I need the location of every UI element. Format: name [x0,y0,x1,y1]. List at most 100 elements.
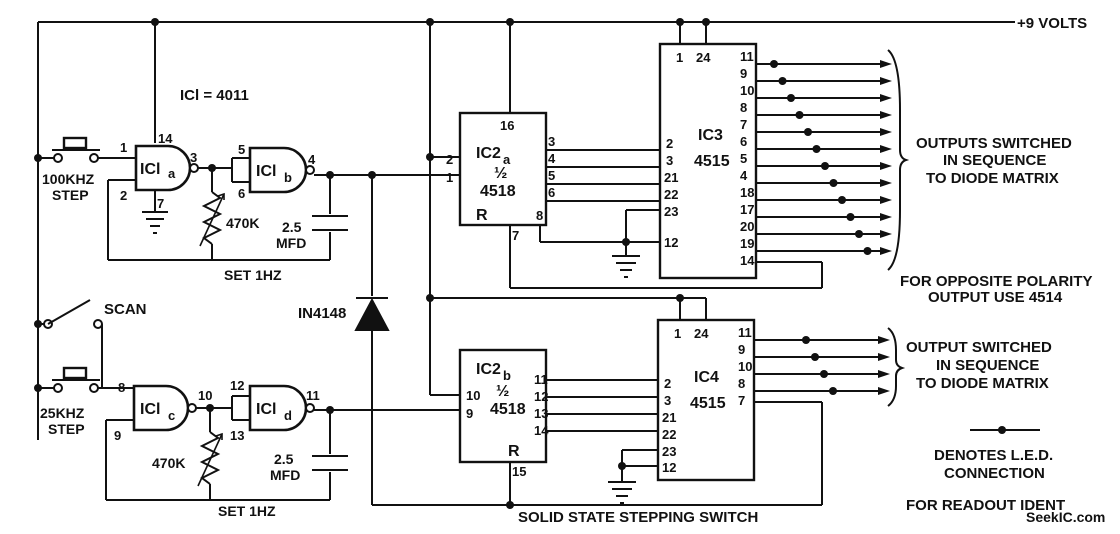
svg-text:12: 12 [664,235,678,250]
ic1-note: ICl = 4011 [180,87,249,104]
watermark: SeekIC.com [1026,509,1105,525]
cap-bottom-value: 2.5 [274,451,294,467]
svg-text:3: 3 [664,393,671,408]
svg-text:10: 10 [466,388,480,403]
step-100k-button[interactable] [62,136,88,150]
svg-text:24: 24 [694,326,709,341]
ic3-part: 4515 [694,153,730,170]
ic2b-counter: IC2 b ½ 4518 R 10 9 11 12 13 14 15 [426,294,707,509]
output-pin-label: 18 [740,185,754,200]
output-arrow [880,128,892,136]
svg-text:14: 14 [534,423,549,438]
svg-text:6: 6 [238,186,245,201]
svg-text:d: d [284,408,292,423]
set-top-label: SET 1HZ [224,267,282,283]
led-dot [829,387,837,395]
led-dot [795,111,804,119]
output-pin-label: 10 [740,83,754,98]
output-arrow [880,196,892,204]
supply-rail: +9 VOLTS [37,15,1087,440]
svg-text:R: R [476,207,488,224]
svg-text:1: 1 [676,50,683,65]
diode-label: IN4148 [298,305,346,322]
top-outputs-brace [887,49,910,271]
top-oscillator: 100KHZ STEP ICl a 1 2 14 7 3 5 6 [34,131,460,283]
svg-text:R: R [508,443,520,460]
svg-text:c: c [168,408,175,423]
resistor-bottom-label: 470K [152,455,185,471]
svg-text:½: ½ [494,165,507,182]
svg-text:9: 9 [466,406,473,421]
svg-text:a: a [168,166,176,181]
output-arrow [880,230,892,238]
step-100k-label-2: STEP [52,187,89,203]
output-pin-label: 11 [738,325,752,340]
svg-text:3: 3 [190,150,197,165]
svg-text:6: 6 [548,185,555,200]
output-arrow [878,387,890,395]
step-100k-label-1: 100KHZ [42,171,95,187]
svg-text:5: 5 [548,168,555,183]
note-top-3: TO DIODE MATRIX [926,170,1059,187]
supply-label: +9 VOLTS [1017,15,1087,32]
output-arrow [878,370,890,378]
led-dot [787,94,795,102]
led-dot [802,336,810,344]
led-dot [778,77,787,85]
output-pin-label: 6 [740,134,747,149]
readout-note: FOR READOUT IDENT [906,497,1065,514]
svg-text:16: 16 [500,118,514,133]
diagram-title: SOLID STATE STEPPING SWITCH [518,509,758,526]
output-pin-label: 8 [738,376,745,391]
bottom-oscillator: 25KHZ STEP ICl c 8 9 10 12 13 470K ICl d… [34,366,460,519]
output-pin-label: 20 [740,219,754,234]
led-legend-1: DENOTES L.E.D. [934,447,1053,464]
svg-text:21: 21 [662,410,676,425]
cap-top-value: 2.5 [282,219,302,235]
svg-text:23: 23 [664,204,678,219]
led-dot [770,60,778,68]
gate-c-label: ICl [140,401,160,418]
led-dot [812,145,821,153]
ic2a-counter: 16 IC2 a ½ 4518 R 2 1 3 4 5 6 8 7 [426,111,822,289]
output-arrow [880,111,892,119]
output-arrow [878,353,890,361]
svg-text:1: 1 [674,326,681,341]
output-pin-label: 7 [740,117,747,132]
ic2a-name: IC2 [476,145,501,162]
diode: IN4148 [298,175,822,506]
svg-text:21: 21 [664,170,678,185]
step-25k-label-1: 25KHZ [40,405,85,421]
output-arrow [880,162,892,170]
bottom-outputs-brace [887,327,906,407]
svg-text:8: 8 [536,208,543,223]
svg-text:1: 1 [446,170,453,185]
ic3-decoder: 1 24 IC3 4515 2 3 21 22 23 12 1191087654… [612,42,892,288]
svg-text:12: 12 [230,378,244,393]
output-pin-label: 14 [740,253,755,268]
scan-switch[interactable]: SCAN [34,299,147,388]
svg-text:½: ½ [496,383,509,400]
scan-label: SCAN [104,301,147,318]
led-dot [838,196,846,204]
svg-text:14: 14 [158,131,173,146]
output-pin-label: 10 [738,359,752,374]
step-25k-button[interactable] [62,366,88,380]
output-arrow [880,145,892,153]
svg-text:3: 3 [666,153,673,168]
svg-text:13: 13 [230,428,244,443]
svg-text:11: 11 [534,372,548,387]
note-opposite-2: OUTPUT USE 4514 [928,289,1063,306]
led-dot [804,128,812,136]
note-top-2: IN SEQUENCE [943,152,1046,169]
output-pin-label: 9 [740,66,747,81]
note-top-1: OUTPUTS SWITCHED [916,135,1072,152]
led-dot [863,247,872,255]
gate-a-label: ICl [140,161,160,178]
led-dot [821,162,829,170]
svg-text:7: 7 [157,196,164,211]
svg-text:b: b [284,170,292,185]
svg-text:7: 7 [512,228,519,243]
